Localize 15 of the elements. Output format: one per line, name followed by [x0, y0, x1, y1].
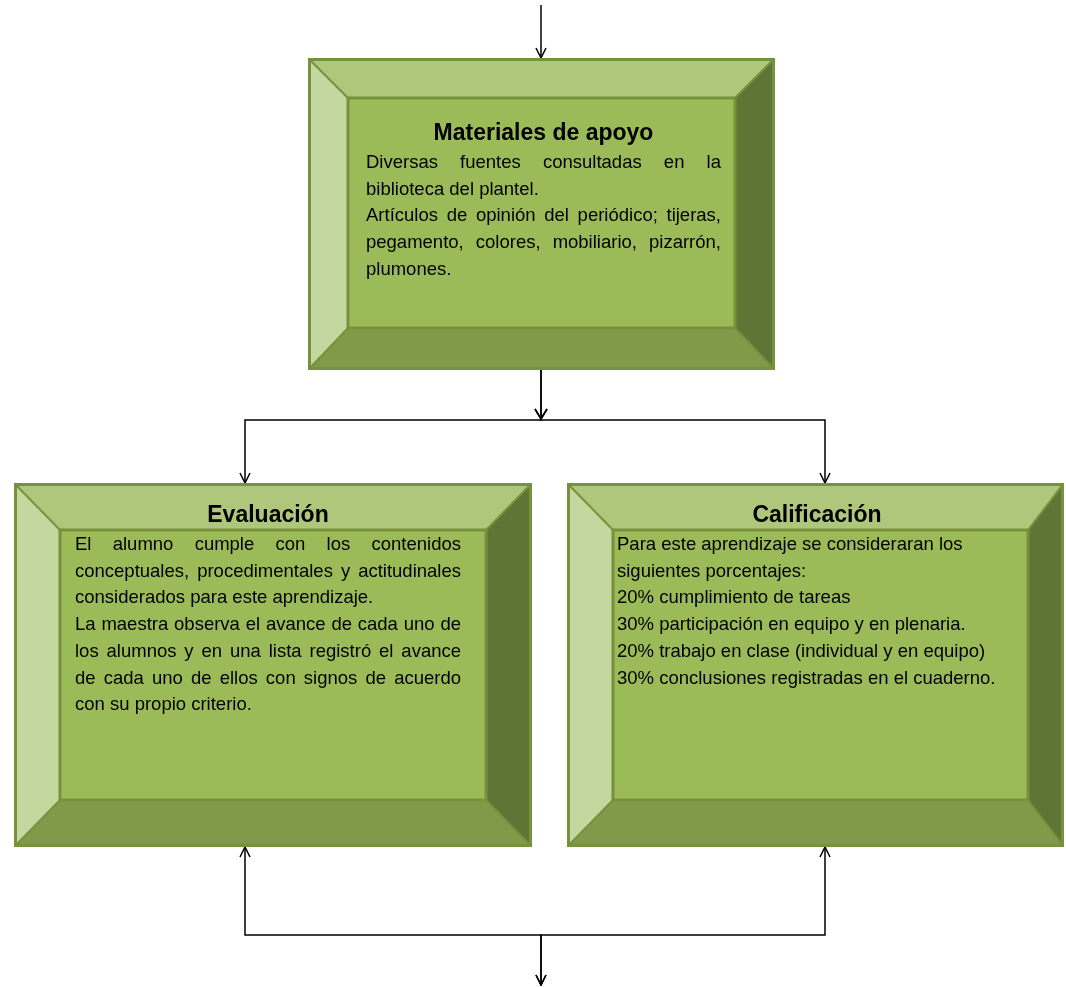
arrow: [535, 846, 831, 986]
box-title: Evaluación: [206, 501, 330, 528]
box-title: Calificación: [751, 501, 883, 528]
arrow: [535, 4, 547, 59]
box-text: 30% conclusiones registradas en el cuaderno.: [617, 665, 997, 690]
box-text: 20% cumplimiento de tareas: [617, 585, 852, 610]
box-text: Para este aprendizaje se consideraran los siguientes porcentajes:: [617, 532, 964, 583]
box-text: 20% trabajo en clase (individual y en equipo): [617, 638, 987, 663]
box-title: Materiales de apoyo: [432, 119, 655, 146]
box-text: La maestra observa el avance de cada uno de los alumnos y en una lista registró el avance de cada uno de ellos con signos de acuerdo con su propio criterio.: [75, 612, 461, 717]
box-text: El alumno cumple con los contenidos conceptuales, procedimentales y actitudinales considerados para este aprendizaje.: [75, 532, 461, 610]
box-text: 30% participación en equipo y en plenaria.: [617, 612, 967, 637]
box-text: Artículos de opinión del periódico; tijeras, pegamento, colores, mobiliario, pizarrón, plumones.: [366, 203, 721, 281]
box-text: Diversas fuentes consultadas en la biblioteca del plantel.: [366, 150, 721, 201]
arrow: [534, 369, 831, 484]
